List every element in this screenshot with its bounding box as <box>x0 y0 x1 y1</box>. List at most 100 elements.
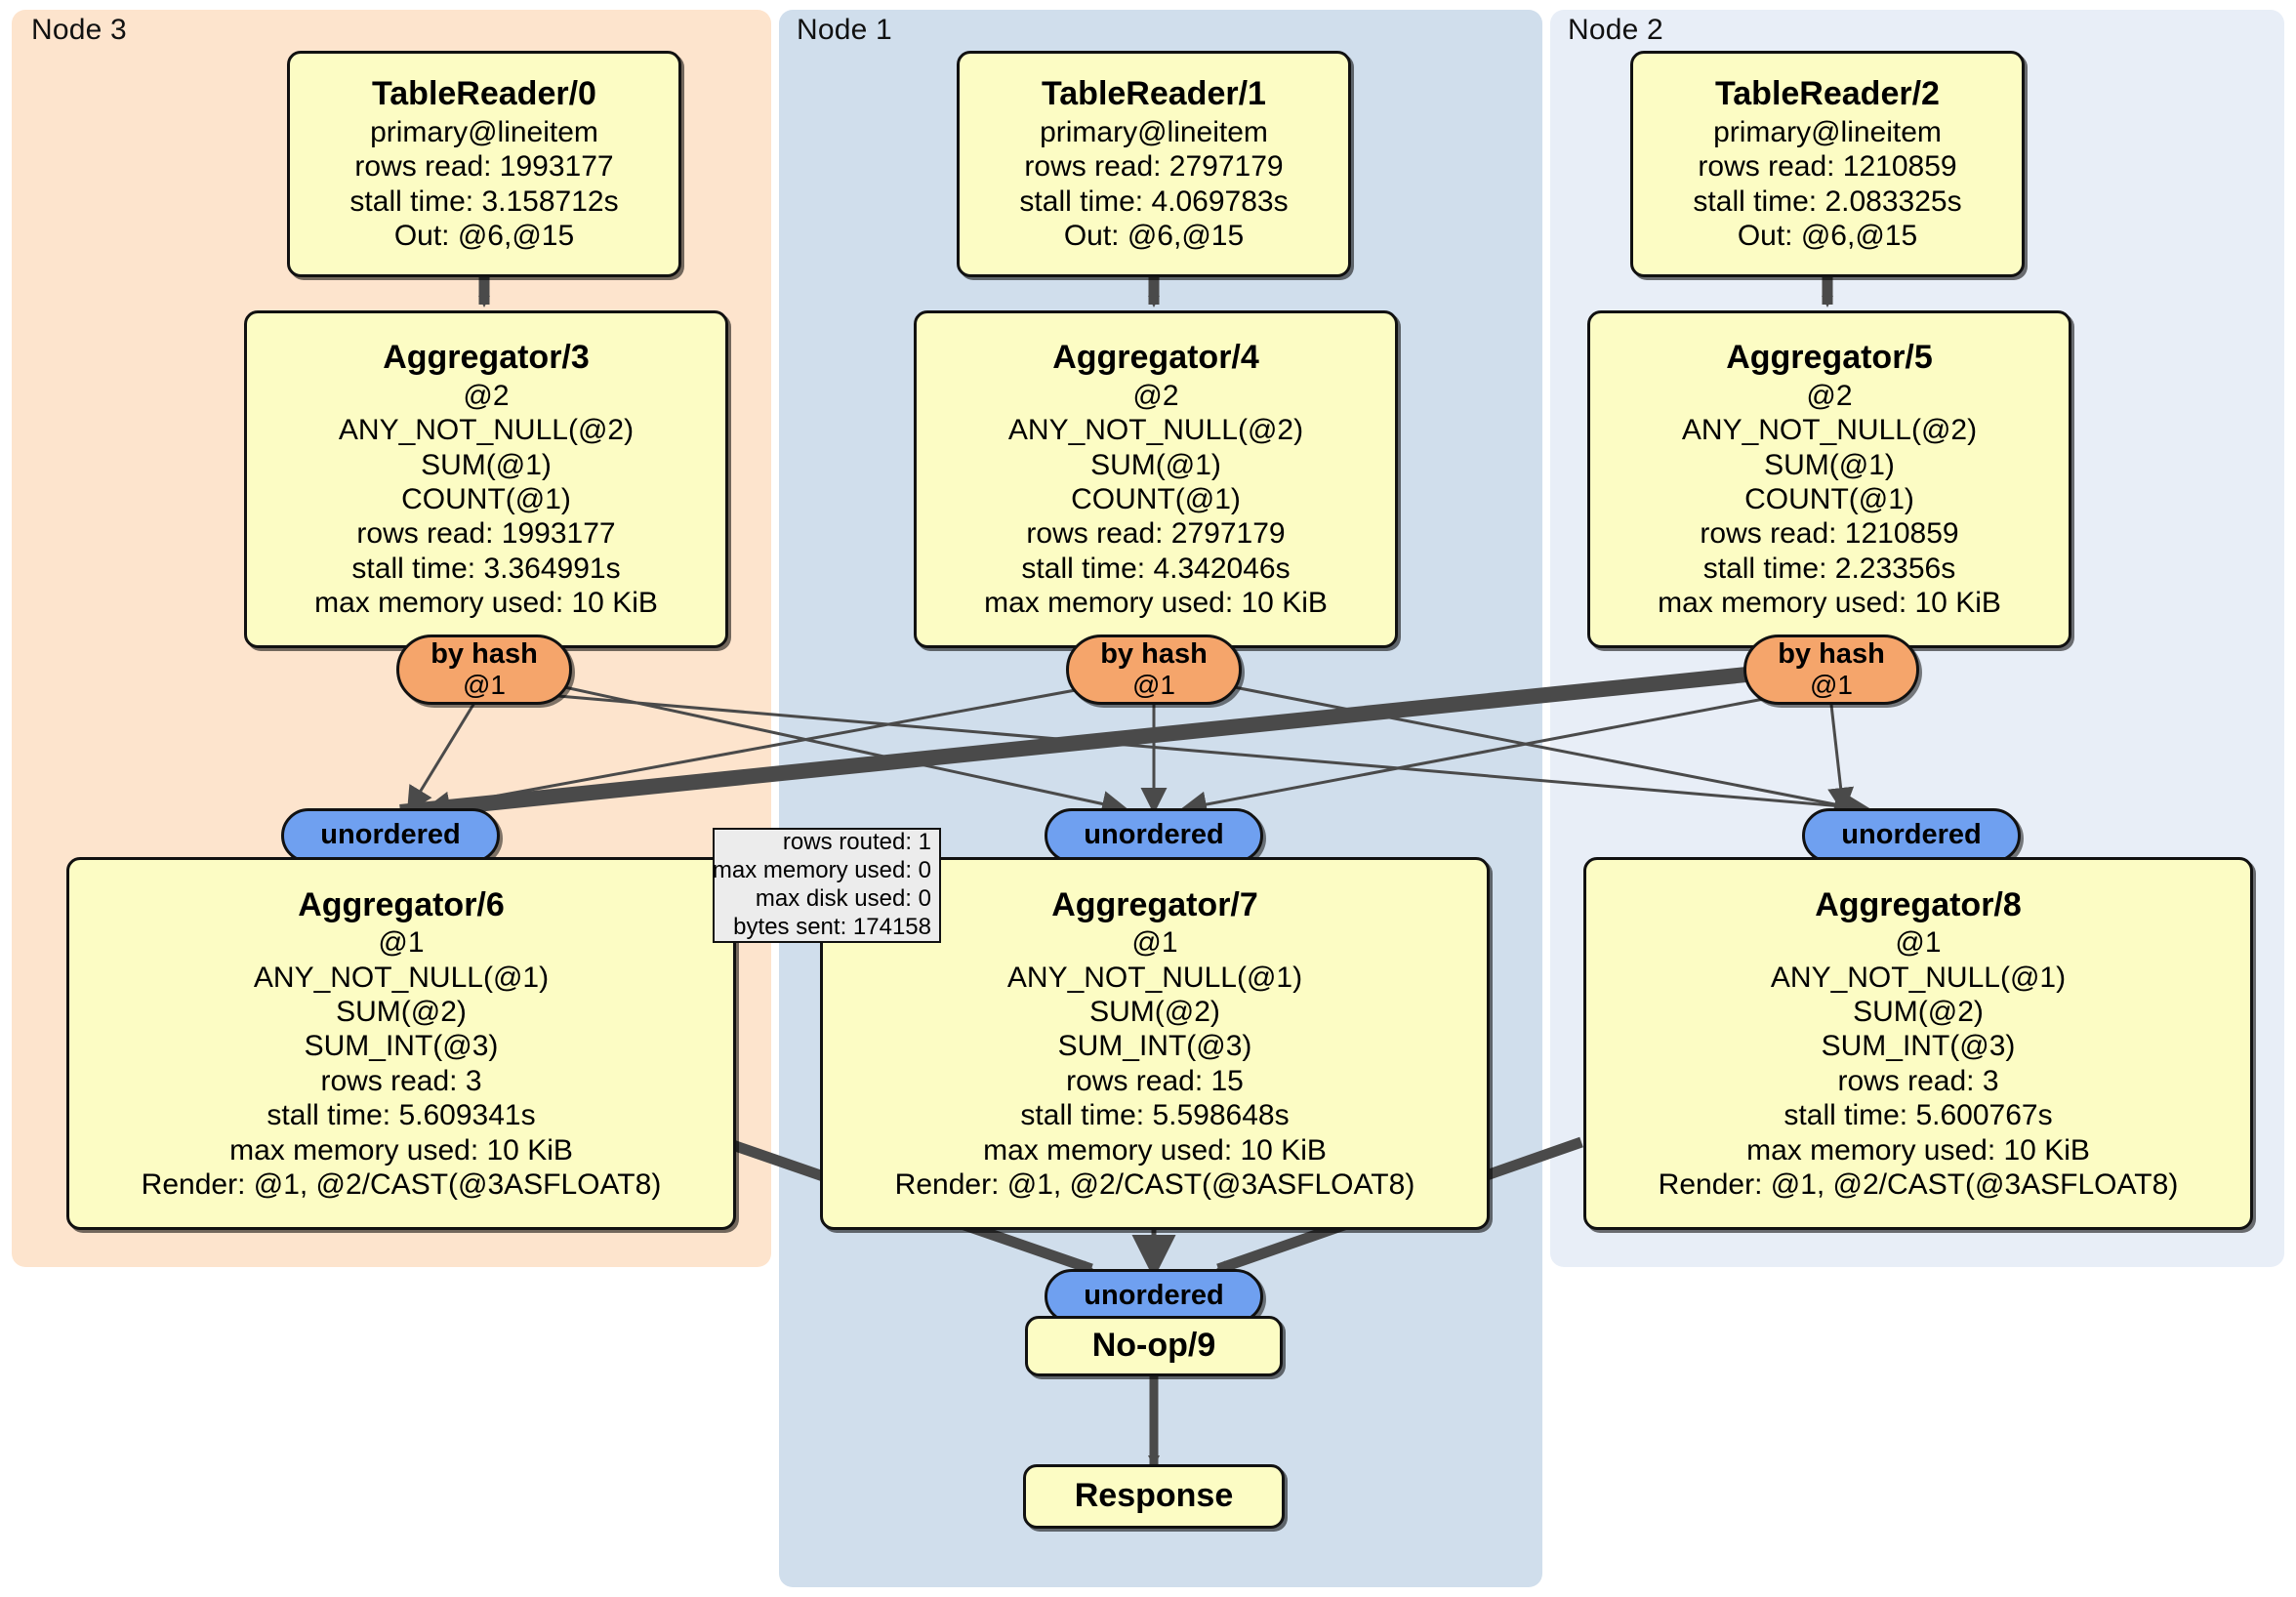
node-title: TableReader/0 <box>372 75 596 113</box>
node-table: primary@lineitem <box>1040 115 1268 148</box>
synchronizer-unordered-node-3[interactable]: unordered <box>281 808 500 863</box>
stream-stats-box: rows routed: 1 max memory used: 0 max di… <box>713 828 941 943</box>
node-agg-2: SUM(@1) <box>1090 448 1221 481</box>
node-aggregator-8[interactable]: Aggregator/8 @1 ANY_NOT_NULL(@1) SUM(@2)… <box>1583 857 2253 1230</box>
node-agg-1: ANY_NOT_NULL(@2) <box>1007 414 1304 447</box>
node-agg-3: COUNT(@1) <box>1744 483 1914 516</box>
node-title: No-op/9 <box>1091 1327 1216 1365</box>
node-stall-time: stall time: 4.069783s <box>1019 184 1289 218</box>
node-title: TableReader/2 <box>1715 75 1940 113</box>
node-rows-read: rows read: 2797179 <box>1026 517 1286 551</box>
node-group: @2 <box>1806 379 1853 412</box>
node-max-memory: max memory used: 10 KiB <box>229 1133 573 1167</box>
node-title: Aggregator/5 <box>1726 339 1933 377</box>
node-max-memory: max memory used: 10 KiB <box>314 587 658 620</box>
node-rows-read: rows read: 1993177 <box>354 150 614 184</box>
node-group: @1 <box>1131 926 1178 960</box>
node-max-memory: max memory used: 10 KiB <box>983 1133 1327 1167</box>
node-title: Aggregator/4 <box>1052 339 1259 377</box>
node-agg-1: ANY_NOT_NULL(@1) <box>253 961 550 994</box>
stat-rows-routed: rows routed: 1 <box>782 829 931 856</box>
synchronizer-label: unordered <box>1841 819 1982 851</box>
synchronizer-label: unordered <box>320 819 461 851</box>
node-stall-time: stall time: 2.23356s <box>1702 552 1956 585</box>
node-agg-2: SUM(@2) <box>336 995 467 1028</box>
synchronizer-unordered-node-1[interactable]: unordered <box>1045 808 1263 863</box>
router-column: @1 <box>463 669 506 700</box>
node-group: @1 <box>1895 926 1942 960</box>
node-title: Response <box>1074 1477 1234 1515</box>
node-group: @2 <box>463 379 510 412</box>
synchronizer-label: unordered <box>1084 1280 1224 1312</box>
node-rows-read: rows read: 1210859 <box>1700 517 1959 551</box>
node-render: Render: @1, @2/CAST(@3ASFLOAT8) <box>141 1167 662 1201</box>
node-agg-3: COUNT(@1) <box>1071 483 1241 516</box>
node-aggregator-4[interactable]: Aggregator/4 @2 ANY_NOT_NULL(@2) SUM(@1)… <box>914 310 1398 648</box>
node-agg-2: SUM(@1) <box>421 448 552 481</box>
node-max-memory: max memory used: 10 KiB <box>1746 1133 2090 1167</box>
node-out: Out: @6,@15 <box>1737 220 1918 253</box>
node-stall-time: stall time: 2.083325s <box>1693 184 1962 218</box>
node-agg-2: SUM(@2) <box>1089 995 1220 1028</box>
cluster-label-node-2: Node 2 <box>1568 14 1663 46</box>
node-rows-read: rows read: 1993177 <box>356 517 616 551</box>
node-max-memory: max memory used: 10 KiB <box>1658 587 2001 620</box>
node-agg-1: ANY_NOT_NULL(@1) <box>1006 961 1303 994</box>
node-group: @2 <box>1132 379 1179 412</box>
node-group: @1 <box>378 926 425 960</box>
router-label: by hash <box>1778 637 1885 670</box>
node-agg-1: ANY_NOT_NULL(@2) <box>338 414 635 447</box>
node-rows-read: rows read: 3 <box>320 1064 482 1097</box>
synchronizer-label: unordered <box>1084 819 1224 851</box>
node-title: Aggregator/8 <box>1815 885 2022 923</box>
node-rows-read: rows read: 2797179 <box>1024 150 1284 184</box>
node-response[interactable]: Response <box>1023 1464 1285 1529</box>
node-rows-read: rows read: 3 <box>1837 1064 1999 1097</box>
node-aggregator-6[interactable]: Aggregator/6 @1 ANY_NOT_NULL(@1) SUM(@2)… <box>66 857 736 1230</box>
node-agg-3: COUNT(@1) <box>401 483 571 516</box>
router-by-hash-node-2[interactable]: by hash @1 <box>1743 635 1919 705</box>
node-stall-time: stall time: 3.158712s <box>349 184 619 218</box>
router-label: by hash <box>1100 637 1208 670</box>
cluster-label-node-1: Node 1 <box>797 14 892 46</box>
node-title: Aggregator/3 <box>383 339 590 377</box>
node-rows-read: rows read: 1210859 <box>1698 150 1957 184</box>
node-table-reader-0[interactable]: TableReader/0 primary@lineitem rows read… <box>287 51 681 277</box>
node-stall-time: stall time: 5.598648s <box>1020 1099 1290 1132</box>
node-title: Aggregator/7 <box>1051 885 1258 923</box>
stat-max-disk-used: max disk used: 0 <box>755 885 931 912</box>
router-label: by hash <box>430 637 538 670</box>
router-by-hash-node-1[interactable]: by hash @1 <box>1066 635 1242 705</box>
node-stall-time: stall time: 3.364991s <box>351 552 621 585</box>
node-no-op-9[interactable]: No-op/9 <box>1025 1316 1283 1376</box>
node-table-reader-2[interactable]: TableReader/2 primary@lineitem rows read… <box>1630 51 2025 277</box>
node-agg-3: SUM_INT(@3) <box>1821 1030 2016 1063</box>
node-table: primary@lineitem <box>370 115 598 148</box>
node-stall-time: stall time: 5.609341s <box>266 1099 536 1132</box>
node-agg-3: SUM_INT(@3) <box>304 1030 499 1063</box>
node-render: Render: @1, @2/CAST(@3ASFLOAT8) <box>894 1167 1415 1201</box>
node-render: Render: @1, @2/CAST(@3ASFLOAT8) <box>1658 1167 2179 1201</box>
node-title: Aggregator/6 <box>298 885 505 923</box>
router-by-hash-node-3[interactable]: by hash @1 <box>396 635 572 705</box>
stat-bytes-sent: bytes sent: 174158 <box>733 913 931 940</box>
synchronizer-unordered-node-2[interactable]: unordered <box>1802 808 2021 863</box>
stat-max-memory-used: max memory used: 0 <box>712 857 931 884</box>
node-agg-1: ANY_NOT_NULL(@1) <box>1770 961 2067 994</box>
node-out: Out: @6,@15 <box>1063 220 1245 253</box>
node-table-reader-1[interactable]: TableReader/1 primary@lineitem rows read… <box>957 51 1351 277</box>
node-rows-read: rows read: 15 <box>1066 1064 1244 1097</box>
node-stall-time: stall time: 4.342046s <box>1021 552 1291 585</box>
node-agg-1: ANY_NOT_NULL(@2) <box>1681 414 1978 447</box>
node-title: TableReader/1 <box>1042 75 1266 113</box>
node-agg-2: SUM(@2) <box>1853 995 1984 1028</box>
node-aggregator-5[interactable]: Aggregator/5 @2 ANY_NOT_NULL(@2) SUM(@1)… <box>1587 310 2071 648</box>
node-agg-3: SUM_INT(@3) <box>1057 1030 1252 1063</box>
node-agg-2: SUM(@1) <box>1764 448 1895 481</box>
node-aggregator-3[interactable]: Aggregator/3 @2 ANY_NOT_NULL(@2) SUM(@1)… <box>244 310 728 648</box>
node-max-memory: max memory used: 10 KiB <box>984 587 1328 620</box>
node-stall-time: stall time: 5.600767s <box>1784 1099 2053 1132</box>
node-table: primary@lineitem <box>1713 115 1942 148</box>
cluster-label-node-3: Node 3 <box>31 14 127 46</box>
